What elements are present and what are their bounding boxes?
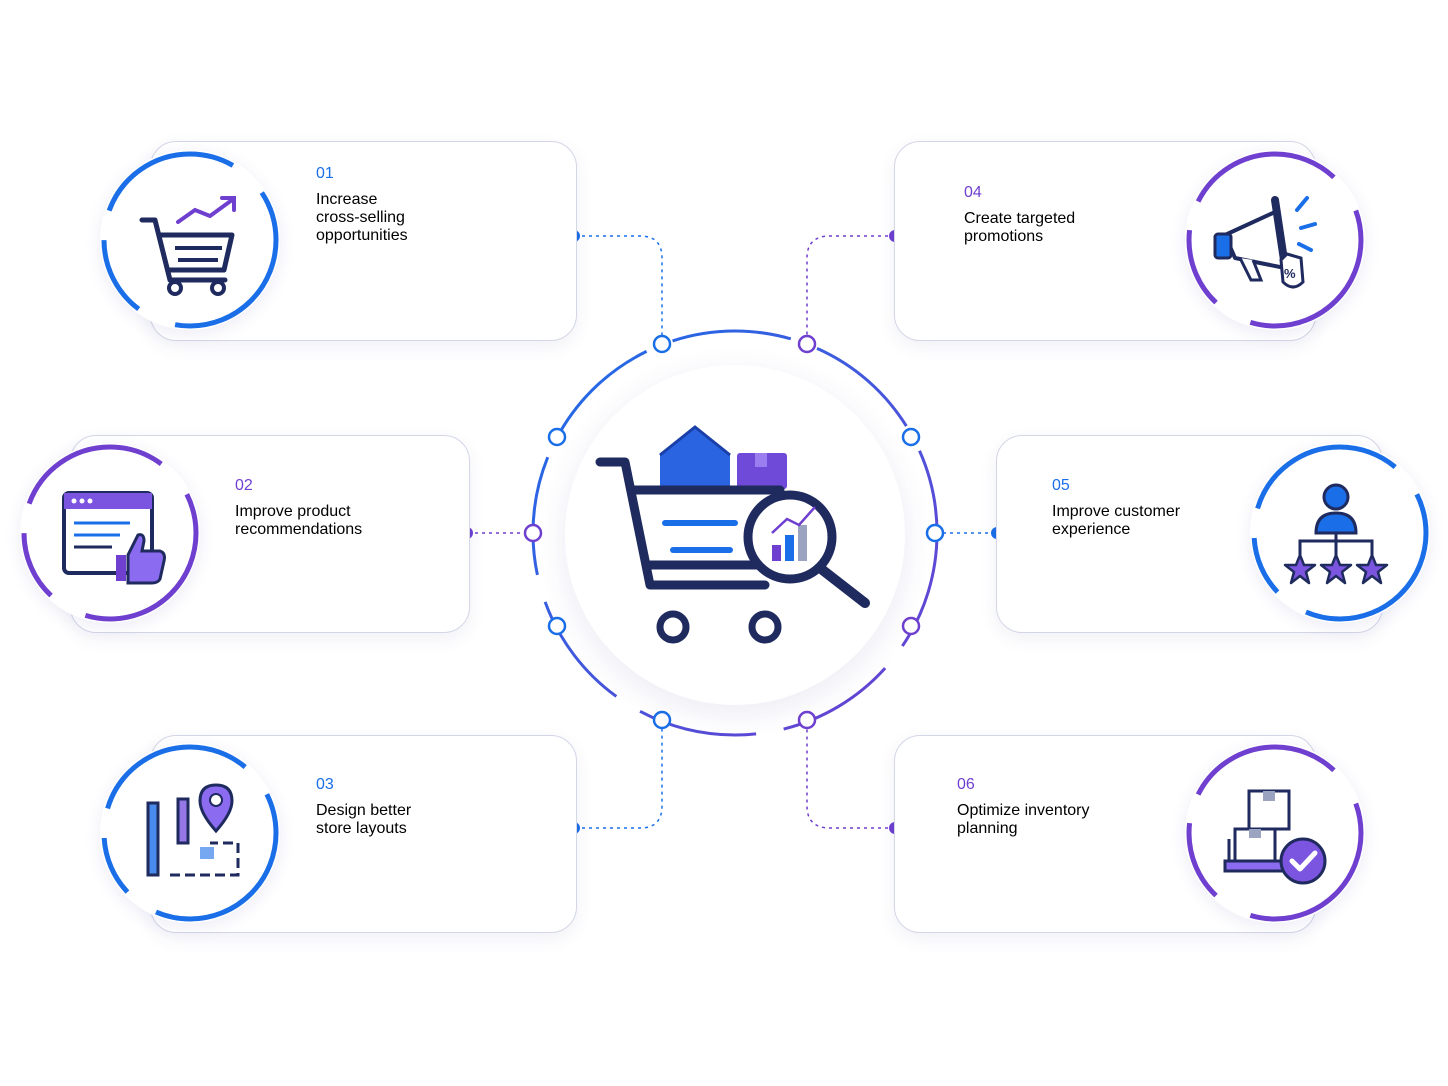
item-text-04: 04 Create targeted promotions [964,184,1075,260]
icon-circle-04: % [1185,150,1365,330]
shopping-cart-analytics-icon [595,425,870,644]
item-number-04: 04 [964,184,982,201]
item-text-05: 05 Improve customer experience [1052,477,1180,553]
item-text-06: 06 Optimize inventory planning [957,776,1090,852]
cart-growth-icon [101,151,279,329]
item-label-01-line3: opportunities [316,227,408,244]
svg-text:%: % [1284,266,1296,281]
item-label-05-line1: Improve customer [1052,503,1181,520]
icon-circle-03 [100,743,280,923]
item-label-02-line1: Improve product [235,503,351,520]
icon-circle-05 [1250,443,1430,623]
connector-04 [806,235,895,336]
item-label-06-line1: Optimize inventory [957,802,1090,819]
icon-circle-01 [100,150,280,330]
item-label-02-line2: recommendations [235,521,363,538]
item-label-04-line1: Create targeted [964,210,1076,227]
connector-01 [575,235,663,336]
customer-rating-icon [1251,444,1429,622]
inventory-check-icon [1186,744,1364,922]
item-number-01: 01 [316,165,334,182]
item-label-04-line2: promotions [964,228,1044,245]
megaphone-discount-icon: % [1186,151,1364,329]
connector-03 [575,728,663,829]
item-text-02: 02 Improve product recommendations [235,477,362,553]
item-text-01: 01 Increase cross-selling opportunities [316,165,408,259]
item-number-06: 06 [957,776,975,793]
item-text-03: 03 Design better store layouts [316,776,411,852]
item-label-01-line2: cross-selling [316,209,405,226]
item-label-06-line2: planning [957,820,1018,837]
item-label-03-line1: Design better [316,802,412,819]
floorplan-location-icon [101,744,279,922]
icon-circle-06 [1185,743,1365,923]
item-number-02: 02 [235,477,253,494]
item-number-03: 03 [316,776,334,793]
item-label-05-line2: experience [1052,521,1131,538]
item-number-05: 05 [1052,477,1070,494]
center-hub [565,365,905,705]
icon-circle-02 [20,443,200,623]
browser-thumbs-up-icon [21,444,199,622]
item-label-03-line2: store layouts [316,820,407,837]
item-label-01-line1: Increase [316,191,378,208]
connector-06 [806,728,895,829]
ring-nodes [523,334,945,730]
